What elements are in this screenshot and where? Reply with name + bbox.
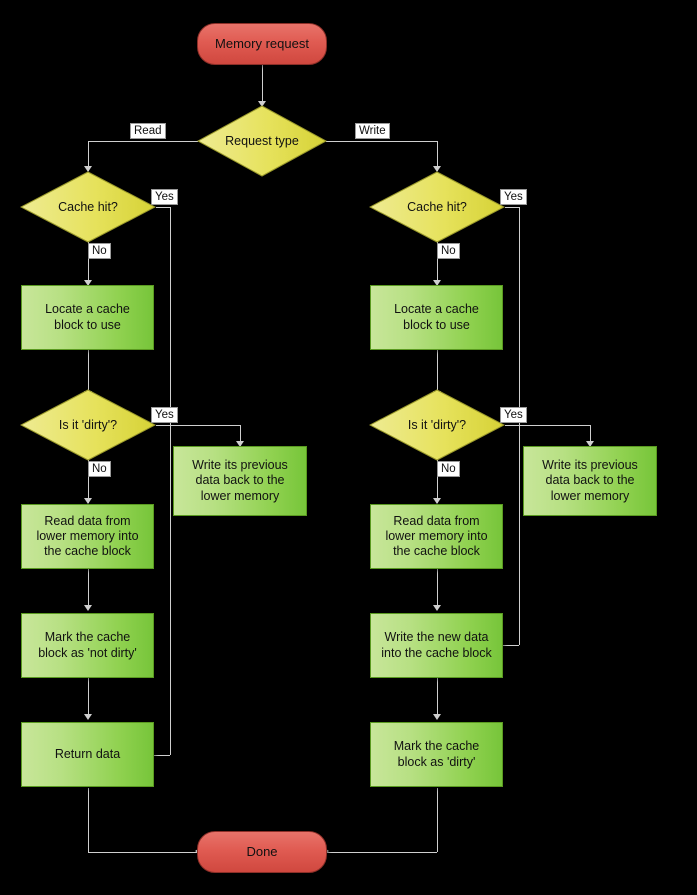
edge-readright-to-write <box>437 569 438 609</box>
edge-label-no-dirty-right: No <box>437 461 460 477</box>
edge-label-read: Read <box>130 123 166 139</box>
edge-dirtyright-yes-down <box>590 425 591 446</box>
node-mark-dirty[interactable]: Mark the cache block as 'dirty' <box>370 722 503 787</box>
node-mark-not-dirty-label: Mark the cache block as 'not dirty' <box>38 630 137 660</box>
edge-label-no-hit-right: No <box>437 243 460 259</box>
edge-type-to-left-down <box>88 141 89 171</box>
node-done[interactable]: Done <box>197 831 327 873</box>
arrowhead-readleft-to-mark <box>84 605 92 611</box>
node-write-back-right[interactable]: Write its previous data back to the lowe… <box>523 446 657 516</box>
edge-hitleft-yes-in <box>154 755 170 756</box>
node-mark-not-dirty[interactable]: Mark the cache block as 'not dirty' <box>21 613 154 678</box>
node-request-type[interactable]: Request type <box>196 105 328 177</box>
node-memory-request-label: Memory request <box>215 36 309 52</box>
arrowhead-hitright-no <box>433 280 441 286</box>
node-read-data-right-label: Read data from lower memory into the cac… <box>385 513 488 559</box>
edge-label-write: Write <box>355 123 390 139</box>
node-done-label: Done <box>246 844 278 860</box>
edge-return-to-done <box>88 788 89 852</box>
edge-label-yes-hit-left: Yes <box>151 189 178 205</box>
node-is-dirty-left-label: Is it 'dirty'? <box>58 418 118 432</box>
edge-markdirty-to-done-h <box>326 852 437 853</box>
node-cache-hit-right-label: Cache hit? <box>407 200 467 214</box>
arrowhead-dirtyright-no <box>433 498 441 504</box>
edge-label-no-hit-left: No <box>88 243 111 259</box>
arrowhead-markleft-to-return <box>84 714 92 720</box>
edge-hitright-yes-in <box>503 645 519 646</box>
node-locate-block-left[interactable]: Locate a cache block to use <box>21 285 154 350</box>
arrowhead-hitleft-no <box>84 280 92 286</box>
arrowhead-dirtyleft-yes <box>236 441 244 447</box>
edge-hitleft-yes-down <box>170 207 171 755</box>
diamond-shape-is-dirty-left <box>19 389 157 461</box>
edge-dirtyleft-yes-down <box>240 425 241 446</box>
node-return-data[interactable]: Return data <box>21 722 154 787</box>
edge-type-to-right-down <box>437 141 438 171</box>
node-write-back-left-label: Write its previous data back to the lowe… <box>192 458 288 503</box>
node-return-data-label: Return data <box>54 746 121 761</box>
node-is-dirty-right-label: Is it 'dirty'? <box>407 418 467 432</box>
edge-dirtyleft-yes <box>156 425 240 426</box>
edge-readleft-to-mark <box>88 569 89 609</box>
edge-write-to-markdirty <box>437 678 438 718</box>
edge-type-to-right <box>326 141 437 142</box>
edge-locateleft-to-dirty <box>88 350 89 396</box>
edge-return-to-done-h <box>88 852 198 853</box>
edge-markdirty-to-done <box>437 788 438 852</box>
edge-dirtyright-no <box>437 455 438 503</box>
edge-dirtyright-yes <box>505 425 590 426</box>
arrowhead-type-to-right <box>433 166 441 172</box>
node-cache-hit-left-label: Cache hit? <box>58 200 118 214</box>
edge-label-yes-hit-right: Yes <box>500 189 527 205</box>
node-request-type-label: Request type <box>225 134 299 148</box>
node-read-data-left[interactable]: Read data from lower memory into the cac… <box>21 504 154 569</box>
edge-hitleft-no <box>88 237 89 285</box>
node-cache-hit-left[interactable]: Cache hit? <box>19 171 157 243</box>
arrowhead-request-to-type <box>258 101 266 107</box>
node-mark-dirty-label: Mark the cache block as 'dirty' <box>393 739 480 769</box>
diamond-shape-cache-hit-right <box>368 171 506 243</box>
edge-hitright-yes-down <box>519 207 520 645</box>
node-cache-hit-right[interactable]: Cache hit? <box>368 171 506 243</box>
node-memory-request[interactable]: Memory request <box>197 23 327 65</box>
node-locate-block-right[interactable]: Locate a cache block to use <box>370 285 503 350</box>
node-locate-block-right-label: Locate a cache block to use <box>394 302 479 332</box>
diamond-shape-request-type <box>196 105 328 177</box>
edge-label-yes-dirty-left: Yes <box>151 407 178 423</box>
arrowhead-write-to-markdirty <box>433 714 441 720</box>
edge-label-no-dirty-left: No <box>88 461 111 477</box>
node-write-new-data[interactable]: Write the new data into the cache block <box>370 613 503 678</box>
arrowhead-dirtyleft-no <box>84 498 92 504</box>
edge-hitright-yes <box>505 207 519 208</box>
diamond-shape-cache-hit-left <box>19 171 157 243</box>
node-write-back-left[interactable]: Write its previous data back to the lowe… <box>173 446 307 516</box>
edge-locateright-to-dirty <box>437 350 438 396</box>
edge-hitright-no <box>437 237 438 285</box>
edge-type-to-left <box>88 141 198 142</box>
node-is-dirty-right[interactable]: Is it 'dirty'? <box>368 389 506 461</box>
edge-markleft-to-return <box>88 678 89 718</box>
node-write-new-data-label: Write the new data into the cache block <box>381 630 492 660</box>
node-read-data-right[interactable]: Read data from lower memory into the cac… <box>370 504 503 569</box>
edge-hitleft-yes <box>156 207 170 208</box>
node-is-dirty-left[interactable]: Is it 'dirty'? <box>19 389 157 461</box>
edge-dirtyleft-no <box>88 455 89 503</box>
node-write-back-right-label: Write its previous data back to the lowe… <box>542 458 638 503</box>
node-read-data-left-label: Read data from lower memory into the cac… <box>36 513 139 559</box>
arrowhead-dirtyright-yes <box>586 441 594 447</box>
node-locate-block-left-label: Locate a cache block to use <box>45 302 130 332</box>
arrowhead-type-to-left <box>84 166 92 172</box>
edge-request-to-type <box>262 65 263 105</box>
diamond-shape-is-dirty-right <box>368 389 506 461</box>
arrowhead-readright-to-write <box>433 605 441 611</box>
edge-label-yes-dirty-right: Yes <box>500 407 527 423</box>
